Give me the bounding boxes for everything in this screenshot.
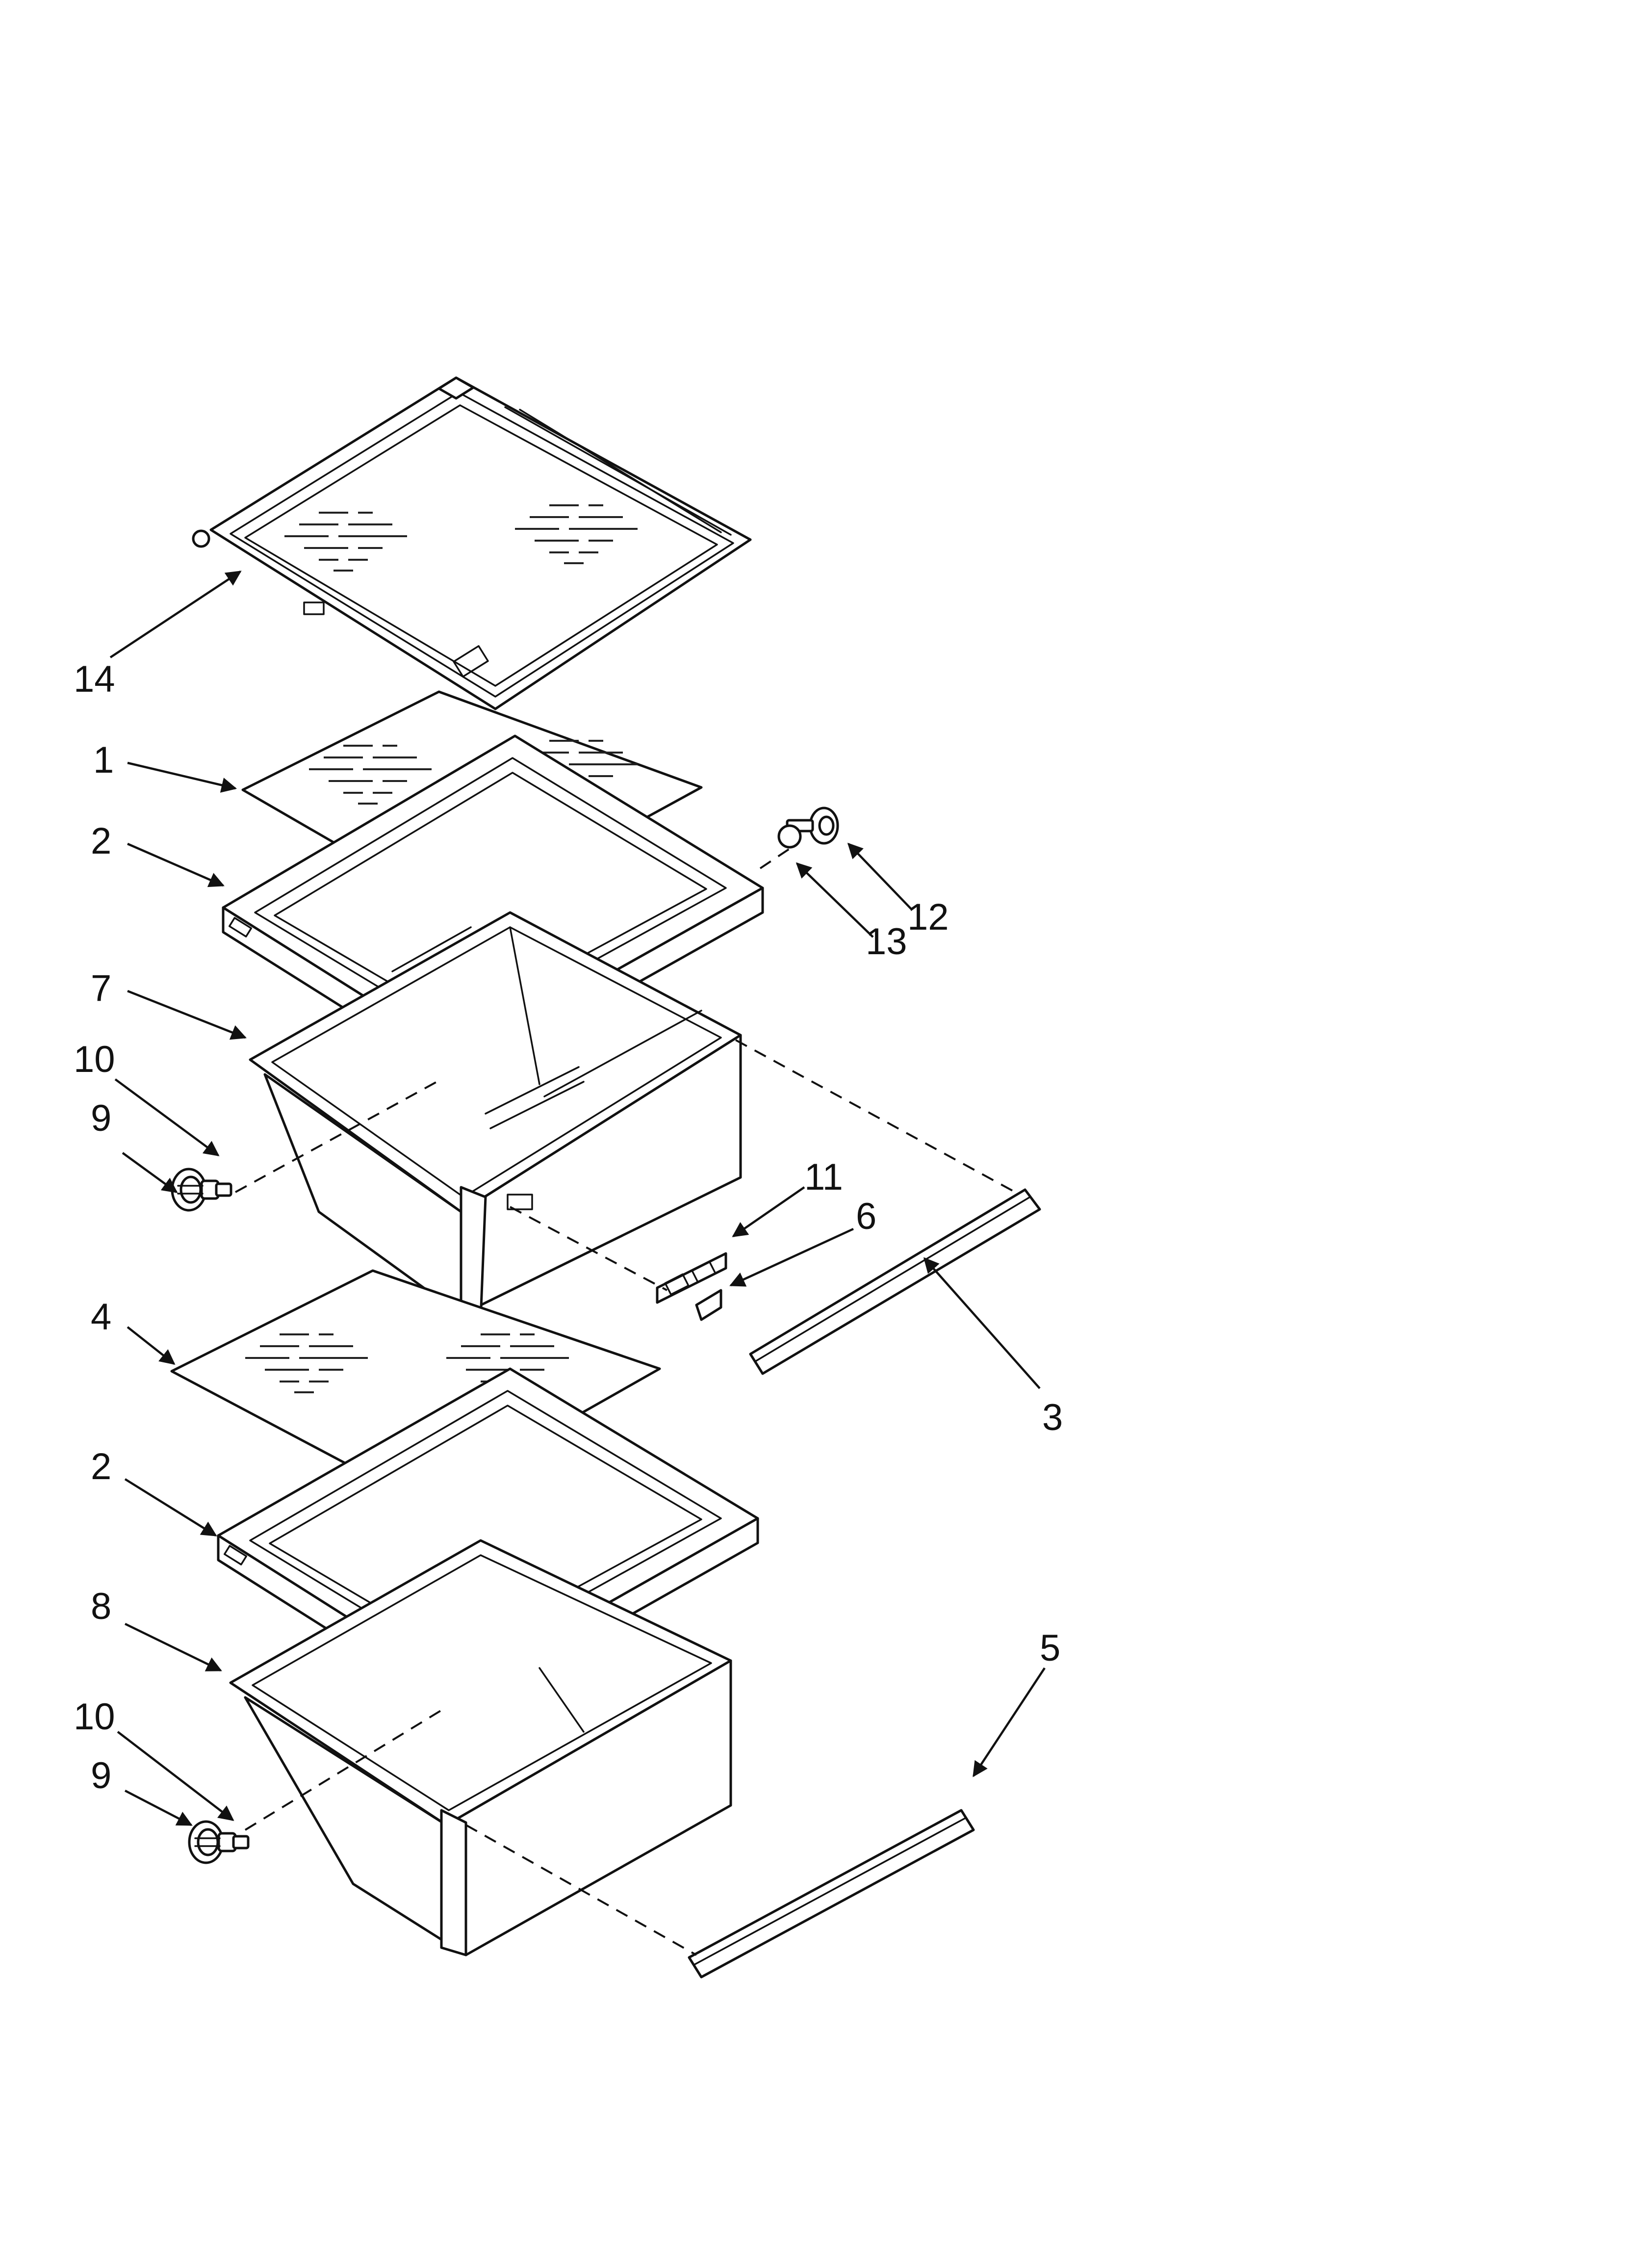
- callout-leaders: [109, 571, 1046, 1826]
- callout-labels: 14 1 2 12 13 7 10 9 11 6 4 3 2 8 5 10 9: [74, 658, 1063, 1797]
- crisper-drawer-part-8: [229, 1539, 732, 1956]
- screw-part-13: [777, 819, 814, 849]
- clip-part-11: [656, 1252, 727, 1304]
- callout-9-upper: 9: [91, 1097, 111, 1139]
- glide-wheel-part-9-upper: [172, 1169, 231, 1210]
- support-part-12: [809, 807, 839, 845]
- callout-9-lower: 9: [91, 1755, 111, 1797]
- assembly-dashed-lines: [235, 848, 1016, 1956]
- callout-7: 7: [91, 967, 111, 1009]
- glide-wheel-part-9-lower: [189, 1822, 248, 1863]
- callout-5: 5: [1040, 1627, 1060, 1669]
- callout-1: 1: [93, 739, 114, 781]
- callout-11: 11: [804, 1156, 843, 1198]
- callout-12: 12: [907, 896, 949, 938]
- callout-10-lower: 10: [74, 1696, 115, 1738]
- callout-6: 6: [856, 1196, 876, 1237]
- callout-10-upper: 10: [74, 1039, 115, 1080]
- shelf-frame-part-14: [192, 376, 752, 710]
- bracket-part-6: [695, 1289, 722, 1321]
- callout-13: 13: [866, 921, 907, 963]
- callout-4: 4: [91, 1296, 111, 1338]
- glass-shelf-part-4: [170, 1269, 661, 1505]
- callout-3: 3: [1042, 1397, 1063, 1438]
- callout-14: 14: [74, 658, 115, 700]
- callout-2-upper: 2: [91, 820, 111, 862]
- callout-8: 8: [91, 1586, 111, 1627]
- handle-trim-part-3: [749, 1188, 1041, 1375]
- callout-2-lower: 2: [91, 1446, 111, 1487]
- handle-trim-part-5: [688, 1809, 975, 1979]
- crisper-drawer-part-7: [249, 911, 742, 1321]
